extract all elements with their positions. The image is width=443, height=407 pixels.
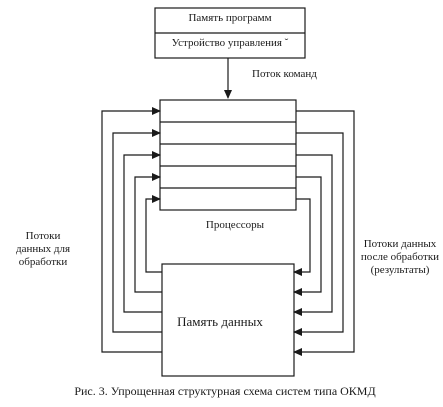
control-unit-label: Устройство управления ˇ [171, 37, 289, 49]
input-flow-line [112, 129, 162, 333]
input-flows-line-3: обработки [18, 256, 68, 268]
processor-stack-box [159, 99, 297, 211]
program-memory-label: Память программ [188, 12, 272, 24]
input-flow-line [101, 107, 162, 353]
input-flow-line [134, 173, 162, 293]
output-flow-line [293, 132, 344, 336]
input-flows-line-2: данных для [15, 243, 71, 255]
command-flow-label: Поток команд [252, 68, 317, 80]
processors-label: Процессоры [205, 219, 265, 231]
output-flows-line-1: Потоки данных [363, 238, 437, 250]
output-flow-line [293, 176, 322, 296]
data-memory-label: Память данных [177, 314, 263, 329]
figure-caption: Рис. 3. Упрощенная структурная схема сис… [74, 384, 376, 398]
output-flow-line [293, 154, 333, 316]
input-flows-line-1: Потоки [25, 230, 61, 242]
output-flows-line-3: (результаты) [370, 264, 430, 276]
output-flow-line [293, 198, 311, 276]
input-flow-line [145, 195, 162, 273]
output-flows-line-2: после обработки [360, 251, 440, 263]
input-flow-line [123, 151, 162, 313]
output-flow-line [293, 110, 355, 356]
data-memory-box [161, 263, 295, 377]
